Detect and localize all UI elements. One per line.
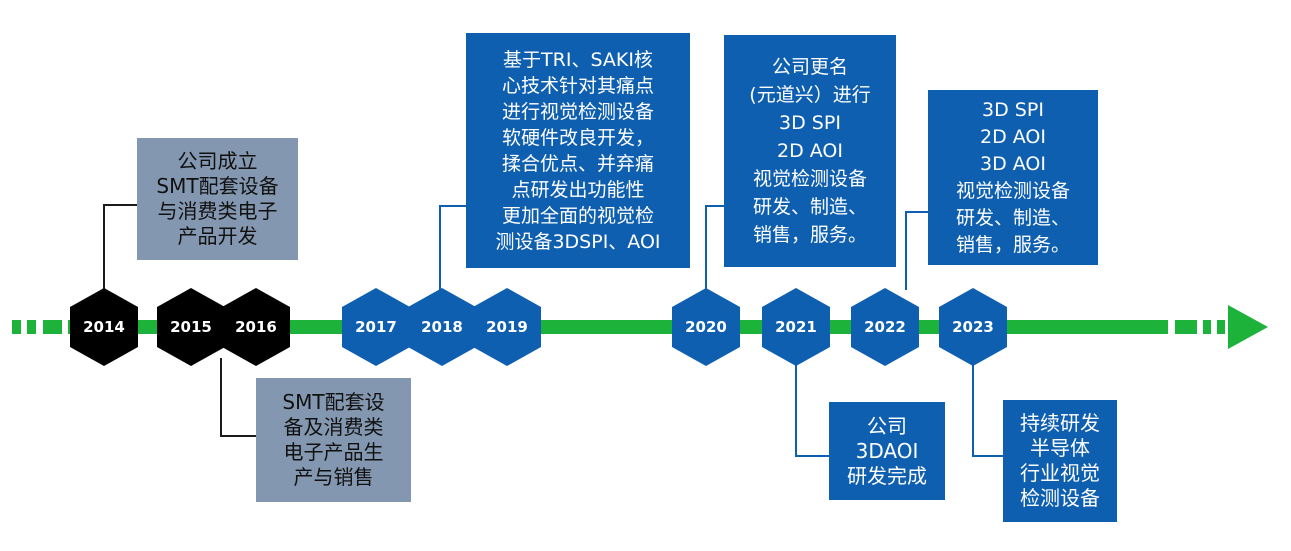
event-text-line: 销售，服务。 xyxy=(955,233,1070,256)
connector-2016 xyxy=(220,358,256,437)
year-label: 2016 xyxy=(235,318,277,336)
connector-2020 xyxy=(705,205,724,290)
year-hex-2019: 2019 xyxy=(473,288,541,366)
timeline-dash xyxy=(1203,320,1211,334)
year-label: 2021 xyxy=(775,318,817,336)
hexagon-shape xyxy=(70,288,138,366)
event-text-line: 3D AOI xyxy=(980,152,1046,175)
connectors xyxy=(103,204,1003,457)
hexagon-shape xyxy=(851,288,919,366)
event-box-2014: 公司成立 SMT配套设备 与消费类电子 产品开发 xyxy=(137,138,298,260)
hexagon-shape xyxy=(342,288,410,366)
event-text-line: 进行视觉检测设备 xyxy=(501,100,654,123)
year-label: 2017 xyxy=(355,318,397,336)
event-box-2016: SMT配套设 备及消费类 电子产品生 产与销售 xyxy=(256,378,411,502)
year-label: 2018 xyxy=(421,318,463,336)
event-box-2023: 持续研发 半导体 行业视觉 检测设备 xyxy=(1003,400,1117,522)
connector-2023 xyxy=(972,358,1003,457)
event-text-line: 3D SPI xyxy=(982,98,1044,121)
event-text-line: 更加全面的视觉检 xyxy=(501,204,654,227)
event-box-2022: 3D SPI 2D AOI 3D AOI 视觉检测设备 研发、制造、 销售，服务… xyxy=(928,90,1098,265)
event-text-line: 公司更名 xyxy=(771,56,848,78)
event-text-line: 基于TRI、SAKI核 xyxy=(503,48,653,71)
event-text-line: 检测设备 xyxy=(1020,486,1100,510)
event-text-line: 销售，服务。 xyxy=(752,224,867,246)
event-text-line: 2D AOI xyxy=(980,125,1046,148)
event-text-line: SMT配套设备 xyxy=(156,174,279,198)
year-label: 2015 xyxy=(170,318,212,336)
event-box-2018: 基于TRI、SAKI核 心技术针对其痛点 进行视觉检测设备 软硬件改良开发， 揉… xyxy=(466,33,690,268)
timeline-dash xyxy=(12,320,21,334)
event-text-line: 视觉检测设备 xyxy=(752,168,867,190)
year-label: 2023 xyxy=(952,318,994,336)
event-box-2021: 公司 3DAOI 研发完成 xyxy=(829,402,945,500)
event-text-line: SMT配套设 xyxy=(282,390,385,414)
hexagon-shape xyxy=(939,288,1007,366)
connector-2021 xyxy=(795,358,829,457)
year-label: 2020 xyxy=(685,318,727,336)
timeline-arrow-head xyxy=(1228,305,1268,349)
event-text-line: (元道兴）进行 xyxy=(749,84,871,106)
year-hex-2020: 2020 xyxy=(672,288,740,366)
event-text-line: 电子产品生 xyxy=(283,440,384,464)
event-text-line: 持续研发 xyxy=(1020,411,1100,435)
connector-2022 xyxy=(905,211,928,290)
hexagon-shape xyxy=(473,288,541,366)
event-text-line: 产品开发 xyxy=(177,224,258,248)
year-hex-2016: 2016 xyxy=(222,288,290,366)
event-text-line: 备及消费类 xyxy=(283,415,384,439)
event-text-line: 揉合优点、并弃痛 xyxy=(501,152,654,175)
event-text-line: 软硬件改良开发， xyxy=(501,126,654,149)
year-hex-2014: 2014 xyxy=(70,288,138,366)
event-text-line: 产与销售 xyxy=(293,465,374,489)
event-text-line: 与消费类电子 xyxy=(157,199,278,223)
hexagon-shape xyxy=(408,288,476,366)
year-label: 2022 xyxy=(864,318,906,336)
year-hex-2021: 2021 xyxy=(762,288,830,366)
event-text-line: 3DAOI xyxy=(855,438,919,463)
hexagon-shape xyxy=(762,288,830,366)
hexagon-shape xyxy=(222,288,290,366)
timeline-dash xyxy=(43,320,62,334)
year-hex-2017: 2017 xyxy=(342,288,410,366)
event-text-line: 点研发出功能性 xyxy=(511,178,645,201)
event-text-line: 公司成立 xyxy=(177,149,258,173)
event-text-line: 公司 xyxy=(867,413,907,438)
timeline-dash xyxy=(1175,320,1197,334)
hexagon-shape xyxy=(157,288,225,366)
event-text-line: 视觉检测设备 xyxy=(955,179,1070,202)
event-text-line: 心技术针对其痛点 xyxy=(501,74,654,97)
timeline-dash xyxy=(1217,320,1225,334)
event-text-line: 研发完成 xyxy=(847,463,927,488)
year-hex-2023: 2023 xyxy=(939,288,1007,366)
event-text-line: 2D AOI xyxy=(777,140,843,162)
year-label: 2019 xyxy=(486,318,528,336)
event-text-line: 3D SPI xyxy=(779,112,841,134)
connector-2018 xyxy=(439,205,466,290)
event-box-2020: 公司更名 (元道兴）进行 3D SPI 2D AOI 视觉检测设备 研发、制造、… xyxy=(724,35,896,267)
event-text-line: 测设备3DSPI、AOI xyxy=(495,230,661,253)
hexagon-shape xyxy=(672,288,740,366)
event-text-line: 行业视觉 xyxy=(1020,461,1100,485)
event-text-line: 研发、制造、 xyxy=(752,196,867,218)
year-label: 2014 xyxy=(83,318,125,336)
year-hex-2015: 2015 xyxy=(157,288,225,366)
timeline-dash xyxy=(27,320,36,334)
event-text-line: 半导体 xyxy=(1030,436,1090,460)
connector-2014 xyxy=(103,204,137,290)
year-hex-2018: 2018 xyxy=(408,288,476,366)
event-text-line: 研发、制造、 xyxy=(955,206,1070,229)
year-hex-2022: 2022 xyxy=(851,288,919,366)
